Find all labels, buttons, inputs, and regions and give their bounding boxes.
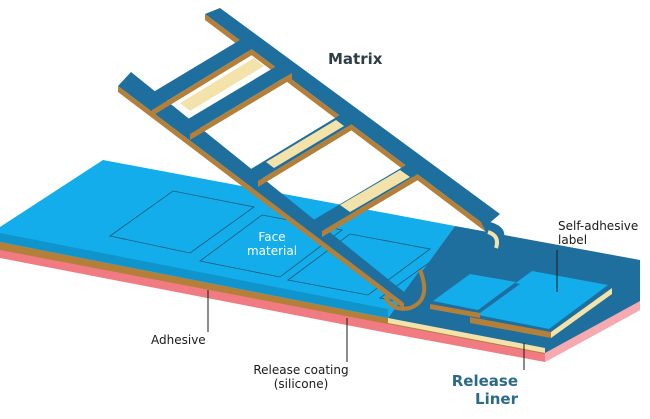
leader-lines [207,250,558,370]
adhesive-label: Adhesive [151,333,206,347]
face-material-label-line1: Face [258,230,286,244]
release-coating-label-line1: Release coating [253,363,349,377]
matrix [118,8,505,311]
face-material-sheet [0,160,455,318]
release-liner-edge [545,301,640,362]
release-liner-label: Release Liner [448,372,518,408]
matrix-label: Matrix [328,50,383,68]
release-coating-right [388,318,545,353]
face-material-label-line2: material [246,244,298,258]
release-liner-label-line1: Release [451,372,518,390]
face-material-front [0,233,388,318]
self-adhesive-label-line2: label [558,233,588,247]
self-adhesive-label-line1: Self-adhesive [558,219,639,233]
release-liner-label-line2: Liner [475,390,518,408]
self-adhesive-label-1 [470,271,612,338]
release-coating-label: Release coating (silicone) [247,363,355,391]
face-material-label: Face material [240,230,304,258]
release-coating-label-line2: (silicone) [273,377,329,391]
self-adhesive-label-text: Self-adhesive label [558,219,638,247]
self-adhesive-label-2 [430,274,520,318]
